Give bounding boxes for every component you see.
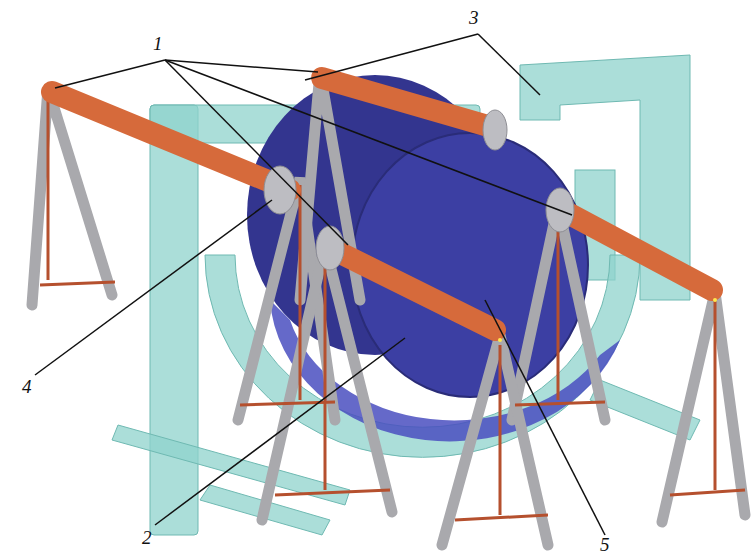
callout-number: 1 — [153, 34, 163, 53]
end-wheel — [264, 110, 574, 270]
tie-rod — [40, 95, 745, 520]
bolt-dot — [498, 298, 717, 342]
leader-line — [35, 34, 605, 535]
callout-number: 3 — [469, 8, 479, 27]
a-frame-stand — [32, 72, 745, 545]
callout-number: 2 — [142, 528, 152, 547]
roller — [52, 78, 712, 330]
callout-number: 5 — [600, 535, 610, 554]
callout-number: 4 — [22, 377, 32, 396]
support-frame — [112, 55, 700, 535]
